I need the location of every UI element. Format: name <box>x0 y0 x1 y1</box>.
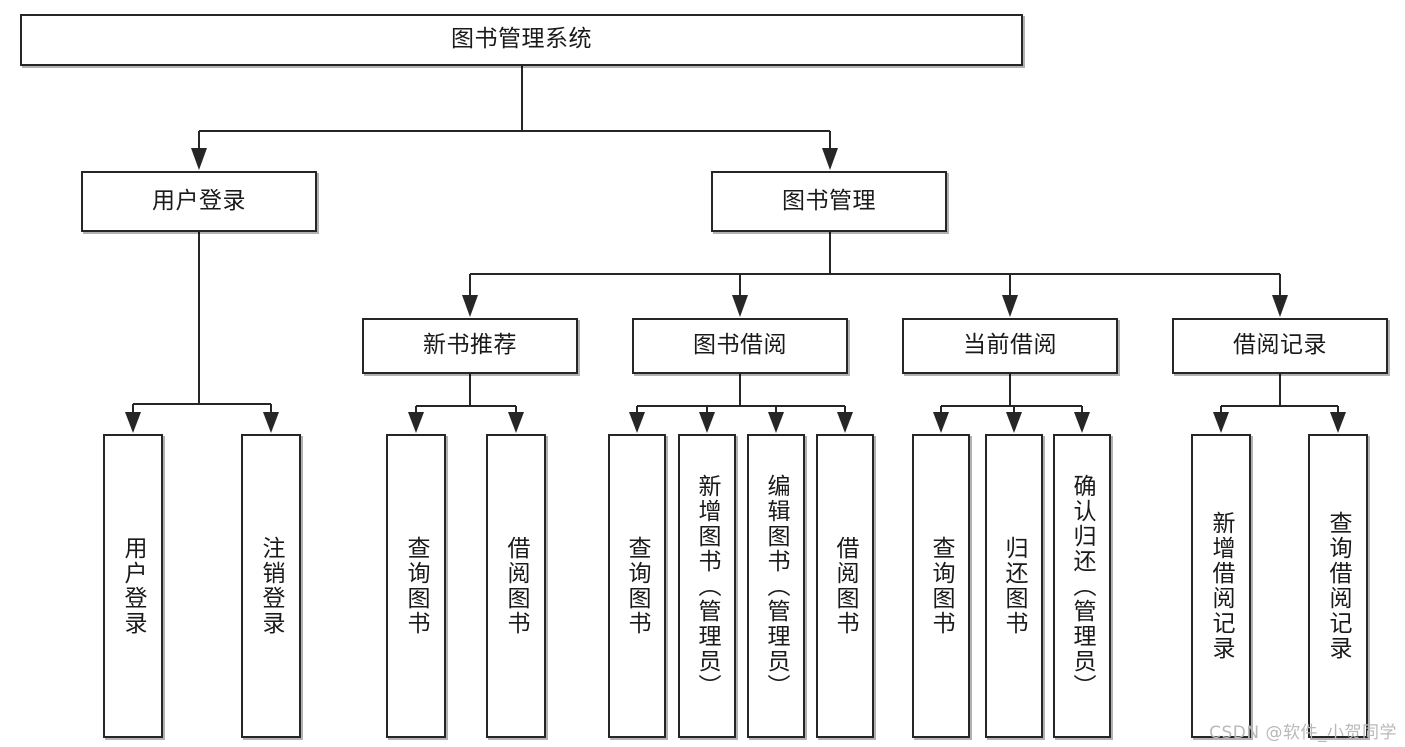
arrow-to-leaf-user-logout <box>263 412 279 433</box>
node-book-borrow-label: 图书借阅 <box>693 332 787 359</box>
node-leaf-add-book-label: 新增图书（管理员） <box>694 473 721 699</box>
node-leaf-query-borrow-record-label: 查询借阅记录 <box>1325 511 1352 661</box>
arrow-to-leaf-add-borrow-record <box>1213 412 1229 433</box>
node-root[interactable]: 图书管理系统 <box>20 14 1023 66</box>
node-leaf-query-borrow-record[interactable]: 查询借阅记录 <box>1308 434 1368 738</box>
node-user-login[interactable]: 用户登录 <box>81 171 317 232</box>
arrow-to-book-borrow <box>732 295 748 317</box>
arrow-to-leaf-edit-book <box>768 412 784 433</box>
node-leaf-query-book-current[interactable]: 查询图书 <box>912 434 970 738</box>
node-leaf-query-book-recommend[interactable]: 查询图书 <box>386 434 446 738</box>
arrow-to-new-book-recommend <box>462 295 478 317</box>
arrow-to-leaf-query-book-current <box>933 412 949 433</box>
node-leaf-borrow-book-recommend-label: 借阅图书 <box>503 536 530 636</box>
node-current-borrow[interactable]: 当前借阅 <box>902 318 1118 374</box>
node-borrow-record[interactable]: 借阅记录 <box>1172 318 1388 374</box>
node-leaf-query-book-recommend-label: 查询图书 <box>403 536 430 636</box>
node-borrow-record-label: 借阅记录 <box>1233 332 1327 359</box>
arrow-to-book-manage <box>822 148 838 170</box>
node-leaf-borrow-book[interactable]: 借阅图书 <box>816 434 874 738</box>
arrow-to-current-borrow <box>1002 295 1018 317</box>
arrow-to-leaf-query-borrow-record <box>1330 412 1346 433</box>
node-leaf-return-book-label: 归还图书 <box>1001 536 1028 636</box>
arrow-to-leaf-borrow-book-recommend <box>508 412 524 433</box>
node-leaf-query-book-current-label: 查询图书 <box>928 536 955 636</box>
node-leaf-user-login-label: 用户登录 <box>120 536 147 636</box>
node-leaf-user-logout-label: 注销登录 <box>258 536 285 636</box>
node-user-login-label: 用户登录 <box>152 187 246 214</box>
node-leaf-return-book[interactable]: 归还图书 <box>985 434 1043 738</box>
arrow-to-leaf-return-book <box>1006 412 1022 433</box>
node-book-borrow[interactable]: 图书借阅 <box>632 318 848 374</box>
arrow-to-leaf-user-login <box>125 412 141 433</box>
arrow-to-leaf-borrow-book <box>837 412 853 433</box>
node-leaf-add-borrow-record-label: 新增借阅记录 <box>1208 511 1235 661</box>
node-leaf-borrow-book-recommend[interactable]: 借阅图书 <box>486 434 546 738</box>
node-leaf-confirm-return[interactable]: 确认归还（管理员） <box>1053 434 1111 738</box>
arrow-to-leaf-confirm-return <box>1074 412 1090 433</box>
node-leaf-add-borrow-record[interactable]: 新增借阅记录 <box>1191 434 1251 738</box>
watermark-text: CSDN @软件_小贺同学 <box>1209 723 1397 743</box>
node-book-manage-label: 图书管理 <box>782 187 876 214</box>
arrow-to-borrow-record <box>1272 295 1288 317</box>
node-new-book-recommend-label: 新书推荐 <box>423 332 517 359</box>
node-leaf-edit-book-label: 编辑图书（管理员） <box>763 473 790 699</box>
arrow-to-leaf-query-book-recommend <box>408 412 424 433</box>
node-leaf-query-book-label: 查询图书 <box>624 536 651 636</box>
node-leaf-add-book[interactable]: 新增图书（管理员） <box>678 434 736 738</box>
node-root-label: 图书管理系统 <box>451 26 592 53</box>
arrow-to-leaf-add-book <box>699 412 715 433</box>
node-leaf-query-book[interactable]: 查询图书 <box>608 434 666 738</box>
node-leaf-borrow-book-label: 借阅图书 <box>832 536 859 636</box>
node-book-manage[interactable]: 图书管理 <box>711 171 947 232</box>
node-current-borrow-label: 当前借阅 <box>963 332 1057 359</box>
arrow-to-leaf-query-book <box>629 412 645 433</box>
arrow-to-user-login <box>191 148 207 170</box>
node-leaf-user-login[interactable]: 用户登录 <box>103 434 163 738</box>
node-leaf-edit-book[interactable]: 编辑图书（管理员） <box>747 434 805 738</box>
node-leaf-user-logout[interactable]: 注销登录 <box>241 434 301 738</box>
node-new-book-recommend[interactable]: 新书推荐 <box>362 318 578 374</box>
node-leaf-confirm-return-label: 确认归还（管理员） <box>1069 473 1096 699</box>
